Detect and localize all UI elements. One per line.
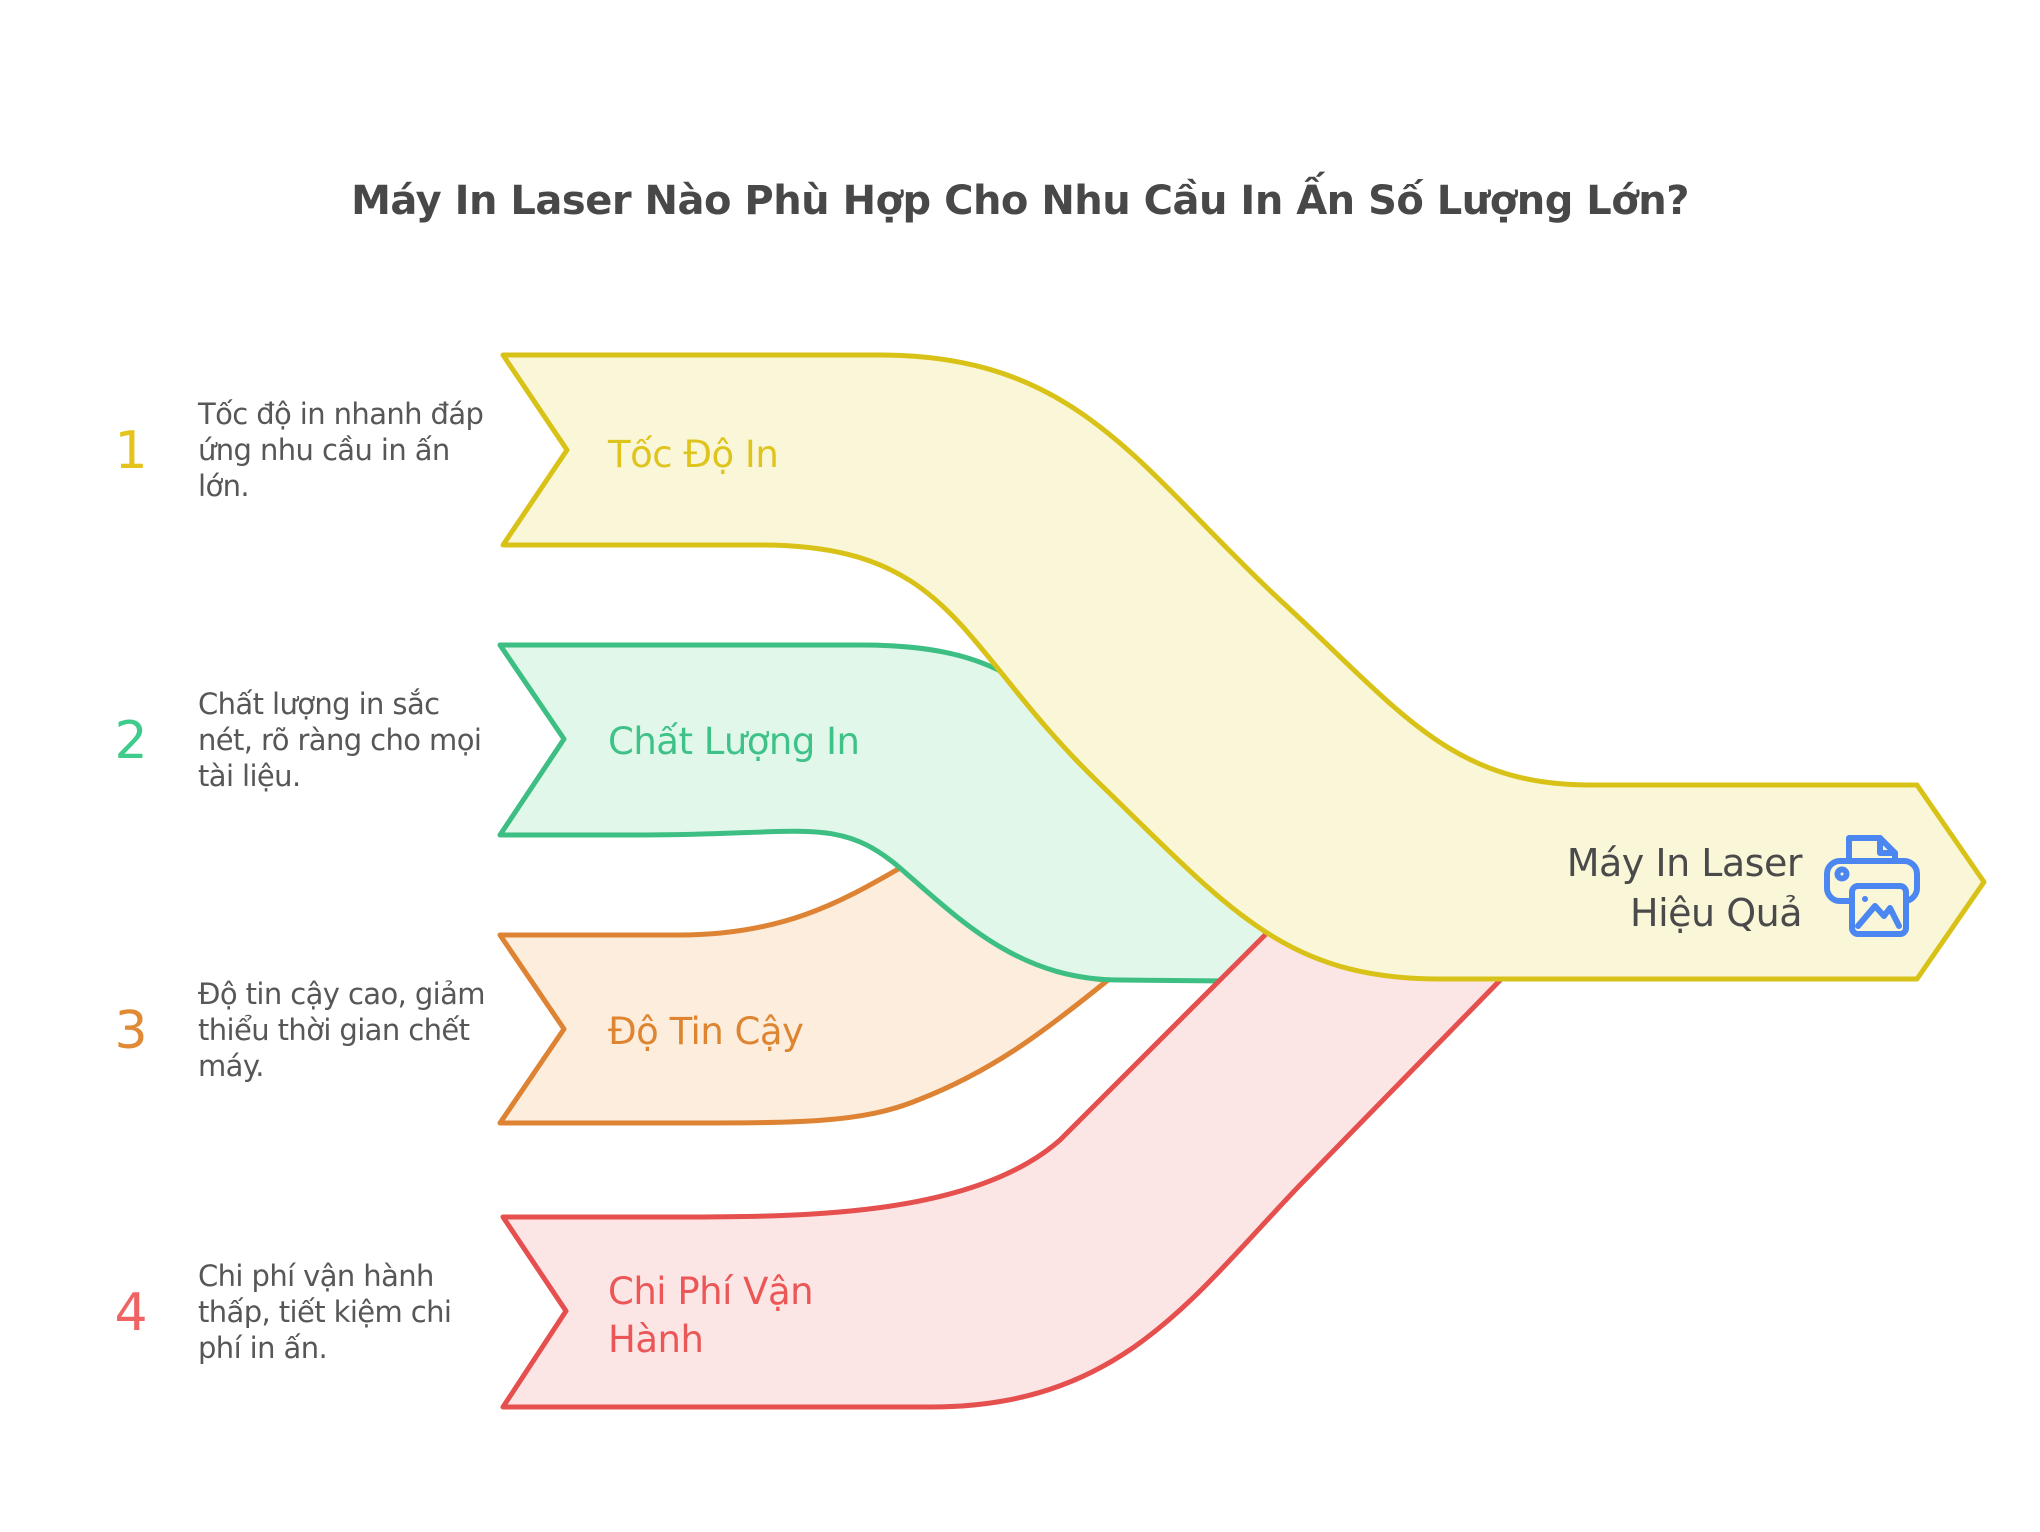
factor-3-number: 3 <box>114 1001 148 1061</box>
factor-4-number: 4 <box>114 1283 148 1343</box>
page-title: Máy In Laser Nào Phù Hợp Cho Nhu Cầu In … <box>351 178 1689 224</box>
factor-1-description: Tốc độ in nhanh đáp ứng nhu cầu in ấn lớ… <box>198 397 484 503</box>
factor-3-banner-label: Độ Tin Cậy <box>608 1010 804 1053</box>
factor-1-banner-label: Tốc Độ In <box>608 433 779 476</box>
factor-4-description: Chi phí vận hành thấp, tiết kiệm chi phí… <box>198 1259 452 1365</box>
printer-icon <box>1824 835 1920 937</box>
printer-paper-fold <box>1877 835 1898 856</box>
factor-1-number: 1 <box>114 421 148 481</box>
factor-4-banner-label: Chi Phí Vận Hành <box>608 1270 814 1361</box>
factor-2-number: 2 <box>114 711 148 771</box>
printer-indicator-dot <box>1834 866 1850 882</box>
photo-mountains <box>1855 903 1902 929</box>
result-node-label: Máy In Laser Hiệu Quả <box>1566 841 1803 935</box>
ribbon-speed-and-result-arrow <box>500 352 1987 982</box>
factor-2-banner-label: Chất Lượng In <box>608 720 860 763</box>
factor-3-description: Độ tin cậy cao, giảm thiểu thời gian chế… <box>198 977 486 1083</box>
factor-2-description: Chất lượng in sắc nét, rõ ràng cho mọi t… <box>198 687 482 793</box>
photo-dot <box>1862 896 1868 902</box>
